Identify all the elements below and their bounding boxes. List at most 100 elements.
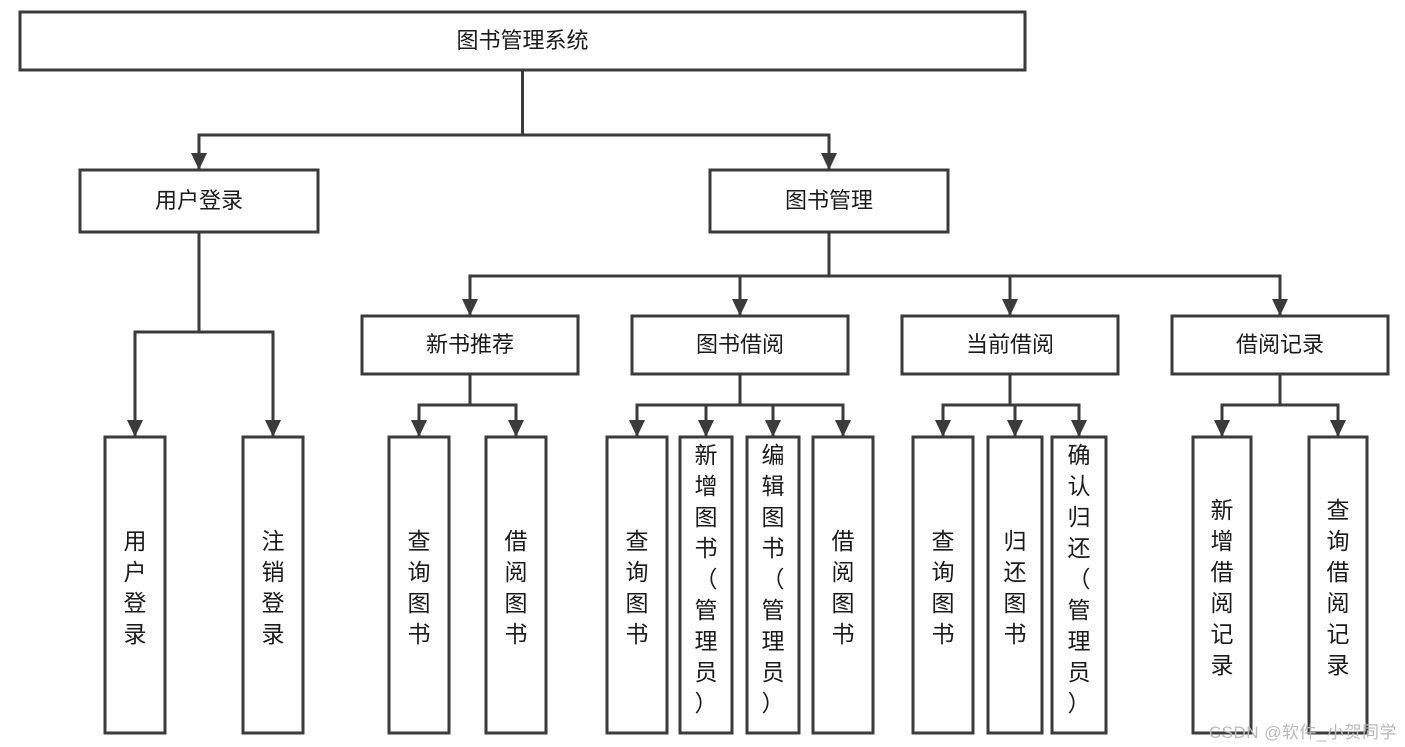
level2-node-用户登录-label: 用户登录 [155,188,243,213]
arrow-head-icon [1002,299,1018,316]
level3-node-新书推荐[interactable]: 新书推荐 [360,314,580,376]
leaf-node-8-查询图书-box[interactable] [911,435,975,735]
leaf-node-12-查询借阅记录-label-char: 借 [1327,559,1350,585]
root-node-图书管理系统-box[interactable] [18,10,1027,72]
leaf-node-6-编辑图书管理员-label-char: 管 [762,597,785,623]
leaf-node-4-查询图书-box[interactable] [605,435,669,735]
leaf-node-2-查询图书-label-char: 询 [408,559,431,585]
leaf-node-1-注销登录-box[interactable] [241,435,305,735]
level3-node-图书借阅-box[interactable] [630,314,850,376]
leaf-node-7-借阅图书-label-char: 书 [832,621,855,647]
leaf-node-8-查询图书-label-char: 书 [932,621,955,647]
leaf-node-10-确认归还管理员-label-char: ） [1068,690,1091,716]
leaf-node-8-查询图书-label-char: 询 [932,559,955,585]
leaf-node-6-编辑图书管理员-label-char: （ [762,566,785,592]
leaf-node-12-查询借阅记录-label-char: 记 [1327,621,1350,647]
leaf-node-4-查询图书-label-char: 询 [626,559,649,585]
level3-node-当前借阅[interactable]: 当前借阅 [900,314,1120,376]
leaf-node-2-查询图书-box[interactable] [387,435,451,735]
leaf-node-3-借阅图书-label-char: 阅 [505,559,528,585]
level2-node-用户登录[interactable]: 用户登录 [78,168,320,234]
leaf-node-6-编辑图书管理员-label-char: 编 [762,442,785,468]
level2-node-图书管理[interactable]: 图书管理 [708,168,950,234]
leaf-node-6-编辑图书管理员-box[interactable] [745,435,801,735]
leaf-node-5-新增图书管理员-label-char: 管 [695,597,718,623]
level2-node-图书管理-box[interactable] [708,168,950,234]
leaf-node-9-归还图书-label-char: 归 [1004,528,1027,554]
arrow-head-icon [698,420,714,437]
level3-node-图书借阅[interactable]: 图书借阅 [630,314,850,376]
leaf-node-10-确认归还管理员-label-char: 归 [1068,504,1091,530]
leaf-node-1-注销登录-label-char: 录 [262,621,285,647]
leaf-node-11-新增借阅记录-box[interactable] [1191,435,1253,735]
leaf-node-5-新增图书管理员-label-char: 理 [695,628,718,654]
arrow-head-icon [732,299,748,316]
leaf-node-12-查询借阅记录-label-char: 录 [1327,652,1350,678]
leaf-node-9-归还图书-label-char: 还 [1004,559,1027,585]
leaf-node-1-注销登录-label-char: 登 [262,590,285,616]
arrow-head-icon [1071,420,1087,437]
leaf-node-0-用户登录-box[interactable] [103,435,167,735]
leaf-node-3-借阅图书-box[interactable] [484,435,548,735]
arrow-head-icon [1214,420,1230,437]
arrow-head-icon [765,420,781,437]
leaf-node-6-编辑图书管理员-label-char: 图 [762,504,785,530]
leaf-node-2-查询图书-label-char: 查 [408,528,431,554]
leaf-node-9-归还图书-label-char: 图 [1004,590,1027,616]
leaf-node-6-编辑图书管理员-label-char: 员 [762,659,785,685]
leaf-node-3-借阅图书-label-char: 书 [505,621,528,647]
leaf-node-2-查询图书-label-char: 书 [408,621,431,647]
leaf-node-4-查询图书-label-char: 查 [626,528,649,554]
arrow-head-icon [629,420,645,437]
root-node-图书管理系统[interactable]: 图书管理系统 [18,10,1027,72]
arrow-head-icon [265,420,281,437]
level3-node-当前借阅-box[interactable] [900,314,1120,376]
leaf-node-10-确认归还管理员-label-char: 理 [1068,628,1091,654]
leaf-node-9-归还图书-box[interactable] [986,435,1044,735]
leaf-node-11-新增借阅记录-label-char: 录 [1211,652,1234,678]
level2-node-用户登录-box[interactable] [78,168,320,234]
csdn-watermark: CSDN @软件_小贺同学 [1208,723,1397,742]
leaf-node-5-新增图书管理员-box[interactable] [678,435,734,735]
leaf-node-5-新增图书管理员-label-char: （ [695,566,718,592]
leaf-node-5-新增图书管理员-label-char: 增 [695,473,718,499]
leaf-node-7-借阅图书-box[interactable] [811,435,875,735]
leaf-node-0-用户登录-label-char: 用 [124,528,147,554]
leaf-node-6-编辑图书管理员-label-char: 辑 [762,473,785,499]
leaf-node-12-查询借阅记录-box[interactable] [1307,435,1369,735]
leaf-node-10-确认归还管理员-label-char: 管 [1068,597,1091,623]
leaf-node-7-借阅图书-label-char: 阅 [832,559,855,585]
leaf-node-1-注销登录-label-char: 注 [262,528,285,554]
arrow-head-icon [1007,420,1023,437]
arrow-head-icon [1330,420,1346,437]
leaf-node-11-新增借阅记录-label-char: 借 [1211,559,1234,585]
leaf-node-5-新增图书管理员-label-char: 图 [695,504,718,530]
leaf-node-0-用户登录[interactable]: 用户登录 [103,435,167,735]
leaf-node-6-编辑图书管理员-label-char: 书 [762,535,785,561]
leaf-node-5-新增图书管理员-label-char: 新 [695,442,718,468]
leaf-node-10-确认归还管理员-label-char: 还 [1068,535,1091,561]
leaf-node-7-借阅图书-label-char: 借 [832,528,855,554]
leaf-node-10-确认归还管理员-box[interactable] [1050,435,1108,735]
leaf-node-3-借阅图书-label-char: 图 [505,590,528,616]
level3-node-借阅记录[interactable]: 借阅记录 [1170,314,1390,376]
level3-node-借阅记录-box[interactable] [1170,314,1390,376]
level3-node-新书推荐-box[interactable] [360,314,580,376]
leaf-node-11-新增借阅记录-label-char: 阅 [1211,590,1234,616]
leaf-node-11-新增借阅记录-label-char: 记 [1211,621,1234,647]
leaf-node-5-新增图书管理员-label-char: 员 [695,659,718,685]
leaf-node-8-查询图书-label-char: 图 [932,590,955,616]
arrow-head-icon [191,153,207,170]
